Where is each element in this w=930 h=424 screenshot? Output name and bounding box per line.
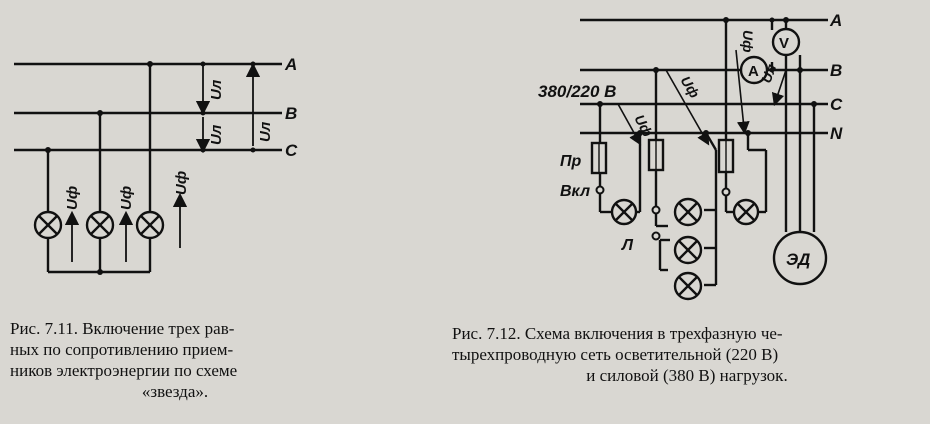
fig-7-12-lamps	[610, 197, 760, 301]
caption-line: ников электроэнергии по схеме	[10, 361, 238, 380]
caption-line: Рис. 7.12. Схема включения в трехфазную …	[452, 324, 783, 343]
motor-label: ЭД	[786, 250, 810, 269]
lamp-icon	[732, 198, 760, 226]
fig-7-11-nodes	[45, 61, 256, 275]
ammeter-label: A	[748, 63, 759, 80]
lamp-label: Л	[621, 237, 634, 254]
voltmeter-label: V	[779, 35, 789, 52]
voltmeter-icon	[771, 27, 801, 57]
fig-7-12-instruments	[739, 27, 828, 286]
switch-icon	[651, 205, 661, 215]
fig-7-12-nodes	[597, 17, 817, 136]
fig1-phase-label-a: A	[284, 55, 297, 74]
switch-icon	[651, 231, 661, 241]
fig2-phase-label-c: C	[830, 95, 843, 114]
lamp-icon	[85, 210, 115, 240]
fig2-phase-voltage-3: Uф	[740, 30, 756, 53]
fig1-phase-label-c: C	[285, 141, 298, 160]
fig-7-11-lamps	[33, 210, 165, 240]
caption-line: Рис. 7.11. Включение трех рав-	[10, 319, 235, 338]
caption-line: ных по сопротивлению прием-	[10, 340, 234, 359]
fig2-line-voltage: Uл	[758, 62, 780, 85]
motor-icon	[772, 230, 828, 286]
fig-7-12-switches	[595, 185, 731, 241]
figure-7-11-caption: Рис. 7.11. Включение трех рав- ных по со…	[10, 318, 340, 402]
caption-line: и силовой (380 В) нагрузок.	[586, 366, 788, 385]
lamp-icon	[673, 271, 703, 301]
lamp-icon	[673, 235, 703, 265]
fig1-line-voltage-1: Uл	[208, 79, 225, 100]
switch-label: Вкл	[560, 183, 590, 200]
fig2-phase-label-a: A	[829, 11, 842, 30]
lamp-icon	[673, 197, 703, 227]
ammeter-icon	[739, 55, 769, 85]
figure-7-12-caption: Рис. 7.12. Схема включения в трехфазную …	[452, 323, 922, 386]
fuse-label: Пр	[560, 153, 582, 170]
lamp-icon	[610, 198, 638, 226]
fig1-line-voltage-3: Uл	[257, 121, 274, 142]
fig1-line-voltage-2: Uл	[208, 124, 225, 145]
lamp-icon	[33, 210, 63, 240]
fig1-phase-voltage-3: Uф	[173, 171, 190, 195]
fig1-phase-voltage-2: Uф	[118, 186, 135, 210]
fig2-phase-label-b: B	[830, 61, 842, 80]
caption-line: тырехпроводную сеть осветительной (220 В…	[452, 345, 779, 364]
fig1-phase-label-b: B	[285, 104, 297, 123]
fig1-phase-voltage-1: Uф	[64, 186, 81, 210]
fig-7-12-four-wire-circuit	[580, 18, 828, 287]
network-voltage-label: 380/220 В	[538, 82, 616, 101]
switch-icon	[721, 187, 731, 197]
fig-7-11-star-circuit	[14, 62, 282, 274]
fig2-phase-label-n: N	[830, 124, 843, 143]
lamp-icon	[135, 210, 165, 240]
caption-line: «звезда».	[141, 382, 209, 401]
switch-icon	[595, 185, 605, 195]
